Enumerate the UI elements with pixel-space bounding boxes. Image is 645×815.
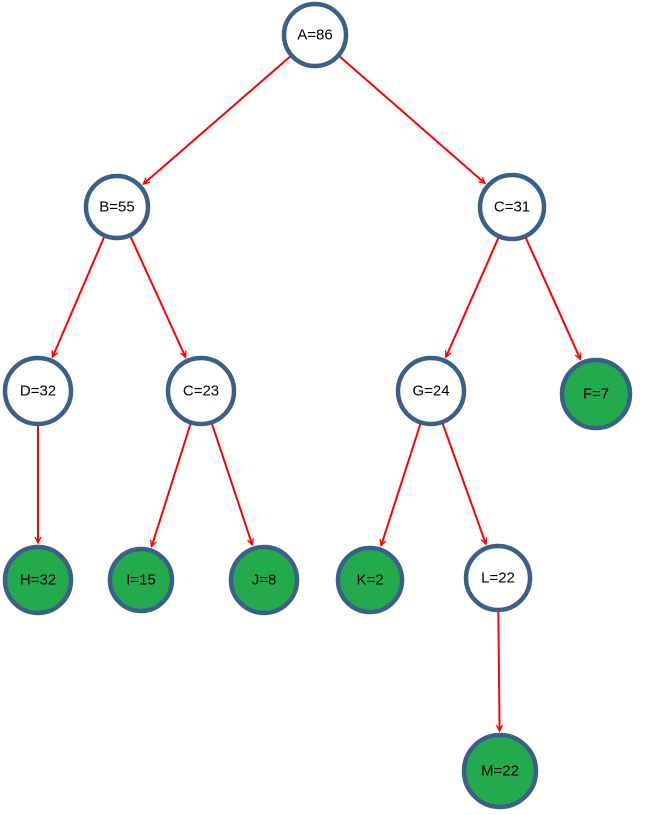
node-label-K: K=2 <box>356 572 383 589</box>
edges-layer <box>34 55 582 733</box>
node-label-L: L=22 <box>481 570 515 587</box>
edge-G-to-K <box>379 423 422 548</box>
node-label-B: B=55 <box>99 199 134 216</box>
edge-A-to-B <box>142 55 292 185</box>
node-circle-D <box>2 355 74 427</box>
edge-C1-to-G <box>444 236 500 359</box>
node-circle-I <box>107 546 175 614</box>
node-label-G: G=24 <box>412 383 449 400</box>
node-circle-M <box>461 732 539 810</box>
node-M: M=22 <box>461 732 539 810</box>
node-A: A=86 <box>281 1 349 69</box>
node-label-M: M=22 <box>481 763 519 780</box>
node-label-F: F=7 <box>583 386 609 403</box>
node-circle-F <box>559 357 633 431</box>
node-label-J: J=8 <box>252 572 277 589</box>
node-label-H: H=32 <box>20 572 56 589</box>
node-F: F=7 <box>559 357 633 431</box>
node-B: B=55 <box>83 173 151 241</box>
node-label-A: A=86 <box>297 27 332 44</box>
node-label-C1: C=31 <box>494 199 530 216</box>
node-L: L=22 <box>463 543 533 613</box>
node-circle-L <box>463 543 533 613</box>
edge-C1-to-F <box>524 236 582 361</box>
node-label-D: D=32 <box>20 383 56 400</box>
node-circle-C2 <box>165 355 237 427</box>
node-C1: C=31 <box>477 172 547 242</box>
edge-B-to-C2 <box>129 235 187 359</box>
node-circle-K <box>335 545 405 615</box>
edge-A-to-C1 <box>338 55 487 185</box>
node-circle-C1 <box>477 172 547 242</box>
node-circle-H <box>2 544 74 616</box>
node-label-I: I=15 <box>126 572 156 589</box>
node-K: K=2 <box>335 545 405 615</box>
edge-L-to-M <box>495 610 504 733</box>
edge-G-to-L <box>441 422 488 546</box>
node-D: D=32 <box>2 355 74 427</box>
nodes-layer: A=86B=55 C=31D=32 C=23 G=24 F=7H=32 I=15 J=8 K=… <box>2 1 633 810</box>
node-I: I=15 <box>107 546 175 614</box>
node-circle-A <box>281 1 349 69</box>
node-J: J=8 <box>228 544 300 616</box>
node-C2: C=23 <box>165 355 237 427</box>
node-label-C2: C=23 <box>183 383 219 400</box>
node-circle-G <box>395 355 467 427</box>
node-circle-J <box>228 544 300 616</box>
edge-B-to-D <box>51 236 106 359</box>
edge-C2-to-J <box>210 422 254 547</box>
node-circle-B <box>83 173 151 241</box>
node-G: G=24 <box>395 355 467 427</box>
edge-C2-to-I <box>149 423 192 549</box>
node-H: H=32 <box>2 544 74 616</box>
